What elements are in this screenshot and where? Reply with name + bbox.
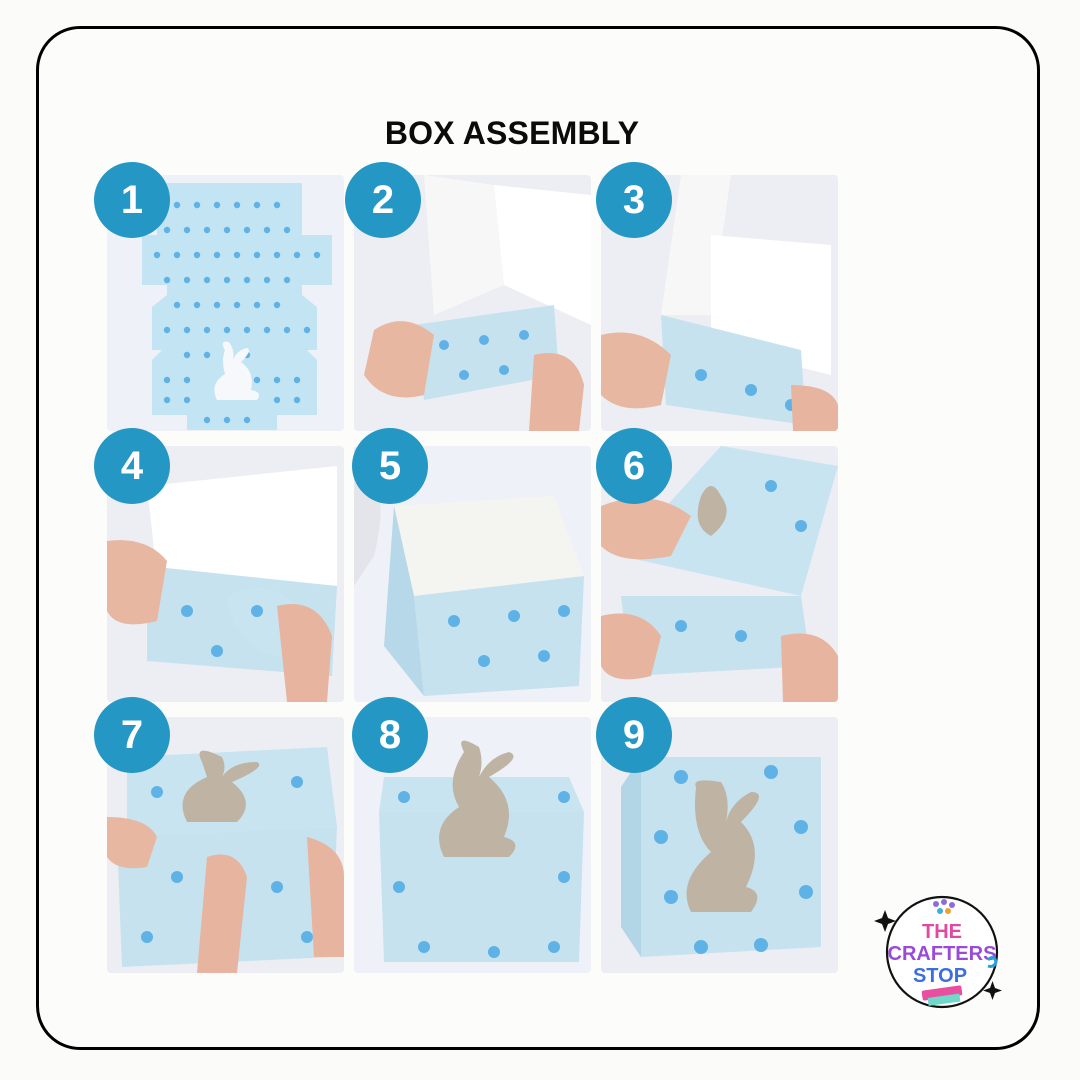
step-badge-8: 8 xyxy=(352,697,428,773)
flat-box-template-image xyxy=(107,175,344,431)
step-badge-6: 6 xyxy=(596,428,672,504)
step-badge-2: 2 xyxy=(345,162,421,238)
logo-line-2: CRAFTERS xyxy=(888,943,997,965)
logo-badge-icon: THE CRAFTERS STOP xyxy=(874,895,1002,1009)
step-badge-1: 1 xyxy=(94,162,170,238)
step-badge-7: 7 xyxy=(94,697,170,773)
page-title: BOX ASSEMBLY xyxy=(384,115,640,151)
step-badge-9: 9 xyxy=(596,697,672,773)
logo-line-3: STOP xyxy=(913,965,967,987)
step-badge-4: 4 xyxy=(94,428,170,504)
steps-grid: 1 2 3 4 5 6 7 8 9 xyxy=(94,162,839,973)
step-badge-3: 3 xyxy=(596,162,672,238)
step-badge-5: 5 xyxy=(352,428,428,504)
step-1-image xyxy=(107,175,344,431)
crafters-stop-logo: THE CRAFTERS STOP xyxy=(872,888,1012,1018)
logo-line-1: THE xyxy=(922,921,962,943)
